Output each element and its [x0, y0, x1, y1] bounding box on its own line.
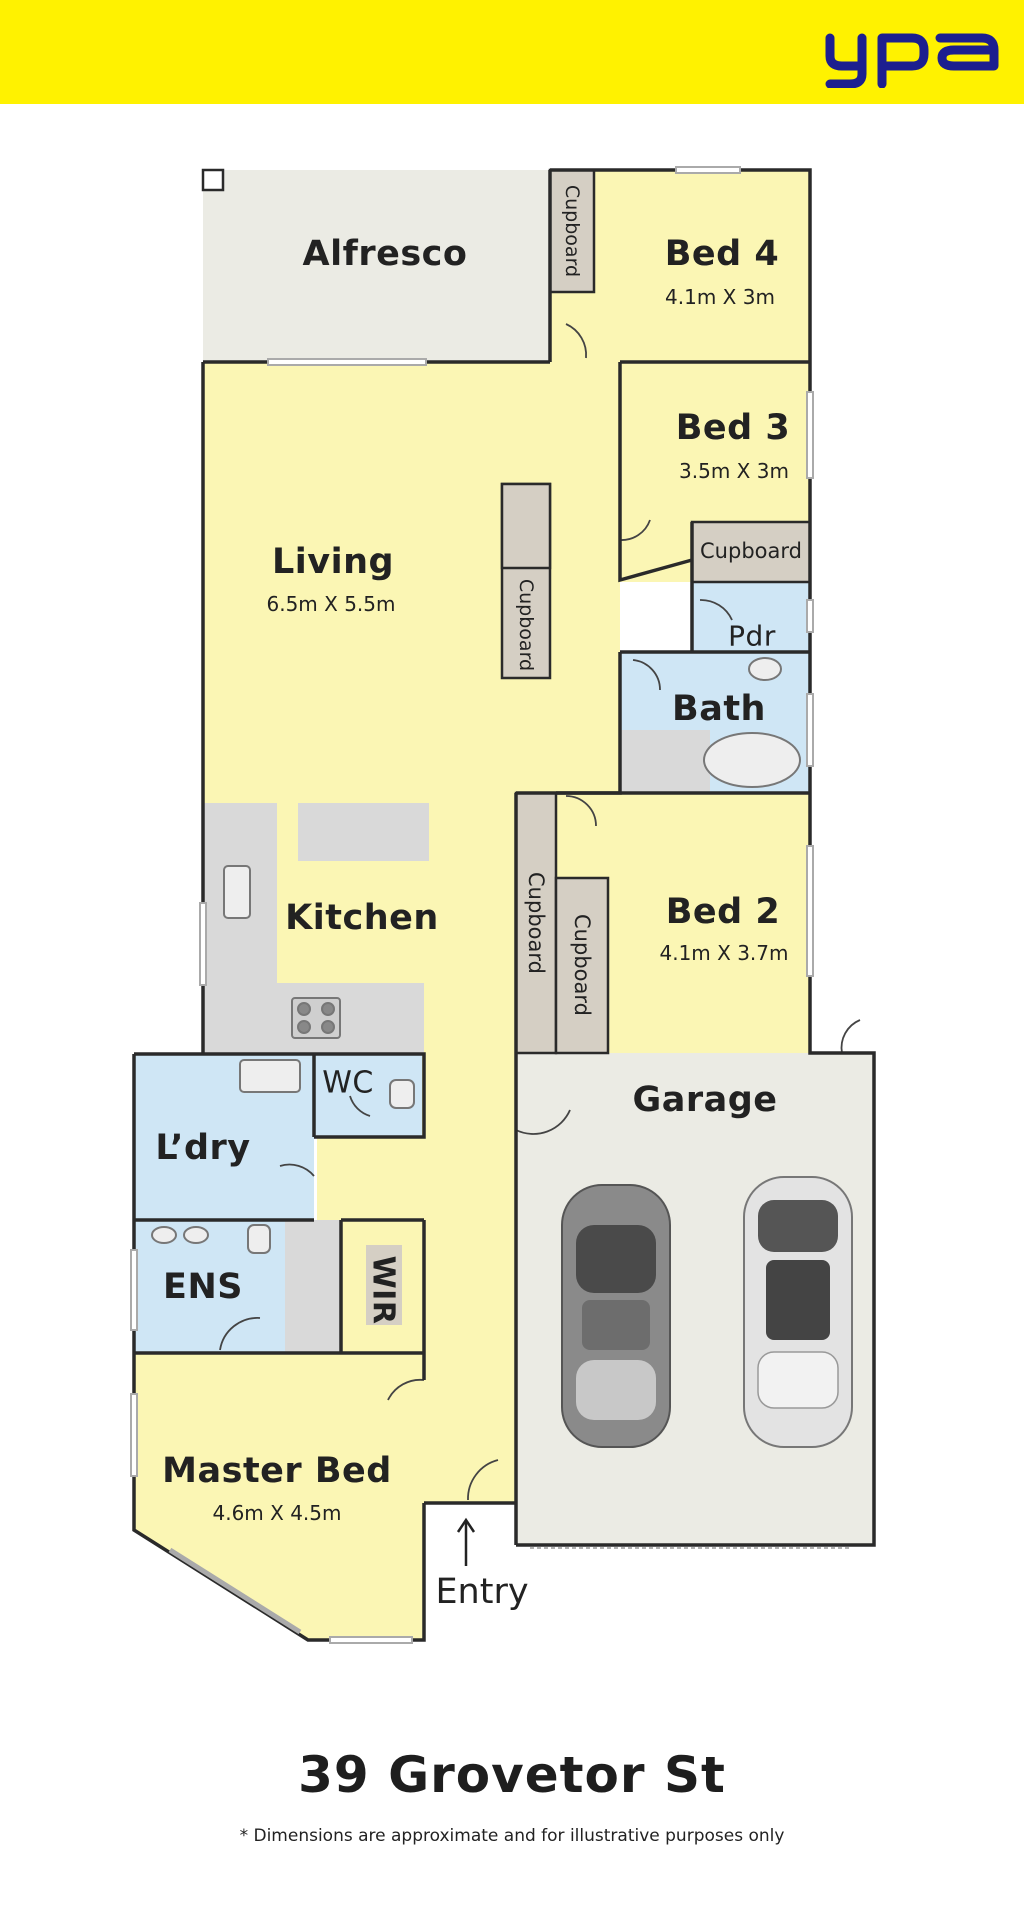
wc-label: WC	[322, 1065, 374, 1101]
window-bath	[806, 693, 814, 767]
laundry-tub-icon	[239, 1059, 301, 1093]
alfresco-area	[203, 170, 550, 362]
pdr-area	[692, 582, 810, 652]
window-master-side	[130, 1393, 138, 1477]
living-label: Living	[271, 542, 395, 582]
cupboard-living-label: Cupboard	[515, 578, 537, 672]
brand-header-bar	[0, 0, 1024, 104]
window-ensuite	[130, 1249, 138, 1331]
bed2-label: Bed 2	[665, 892, 781, 932]
cupboard-hall-label: Cupboard	[524, 872, 548, 974]
cupboard-bed3	[690, 520, 812, 584]
wir-label: WIR	[365, 1255, 401, 1325]
window-bed2	[806, 845, 814, 977]
wir-shelf	[366, 1245, 402, 1325]
living-dimensions: 6.5m X 5.5m	[266, 592, 396, 616]
cupboard-bed4	[548, 168, 596, 294]
property-address: 39 Grovetor St	[298, 1746, 726, 1804]
kitchen-label: Kitchen	[285, 898, 439, 938]
laundry-label: L’dry	[155, 1128, 251, 1168]
kitchen-sink-icon	[223, 865, 251, 919]
bed4-dimensions: 4.1m X 3m	[665, 285, 775, 309]
bath-label: Bath	[672, 689, 766, 729]
ensuite-basin-right-icon	[183, 1226, 209, 1244]
cupboard-bed2-label: Cupboard	[570, 914, 594, 1016]
cupboard-bed4-label: Cupboard	[561, 184, 583, 278]
pdr-label: Pdr	[728, 619, 776, 653]
arrow-up-icon	[456, 1517, 476, 1566]
hall-upper-area	[550, 362, 620, 652]
master-bed-label: Master Bed	[162, 1451, 392, 1491]
ensuite-toilet-icon	[247, 1224, 271, 1254]
kitchen-island	[298, 803, 429, 861]
cupboard-living-top	[500, 482, 552, 570]
cupboard-bed2	[554, 876, 610, 1055]
basin-icon	[748, 657, 782, 681]
master-bed-area	[134, 1353, 424, 1640]
window-pdr	[806, 599, 814, 633]
car-left-icon	[561, 1184, 671, 1448]
bed3-dimensions: 3.5m X 3m	[679, 459, 789, 483]
toilet-icon	[389, 1079, 415, 1109]
window-bed4	[675, 166, 741, 174]
alfresco-label: Alfresco	[302, 234, 468, 274]
bed3-label: Bed 3	[675, 408, 791, 448]
window-master-bottom	[329, 1636, 413, 1644]
window-bed3	[806, 391, 814, 479]
ensuite-basin-left-icon	[151, 1226, 177, 1244]
ypa-logo	[825, 33, 999, 88]
dimensions-disclaimer: * Dimensions are approximate and for ill…	[239, 1826, 785, 1846]
car-right-icon	[743, 1176, 853, 1448]
post-icon	[201, 168, 225, 192]
window-living	[267, 358, 427, 366]
master-bed-dimensions: 4.6m X 4.5m	[212, 1501, 342, 1525]
window-kitchen	[199, 902, 207, 986]
bed4-label: Bed 4	[664, 234, 780, 274]
ensuite-label: ENS	[163, 1267, 243, 1307]
kitchen-bench	[203, 803, 424, 1053]
ensuite-shower	[285, 1220, 341, 1353]
garage-label: Garage	[632, 1080, 778, 1120]
bath-vanity-bench	[620, 730, 710, 793]
bed2-dimensions: 4.1m X 3.7m	[659, 941, 789, 965]
entry-label: Entry	[435, 1572, 529, 1612]
bathtub-icon	[703, 732, 801, 788]
cupboard-bed3-label: Cupboard	[700, 539, 802, 563]
